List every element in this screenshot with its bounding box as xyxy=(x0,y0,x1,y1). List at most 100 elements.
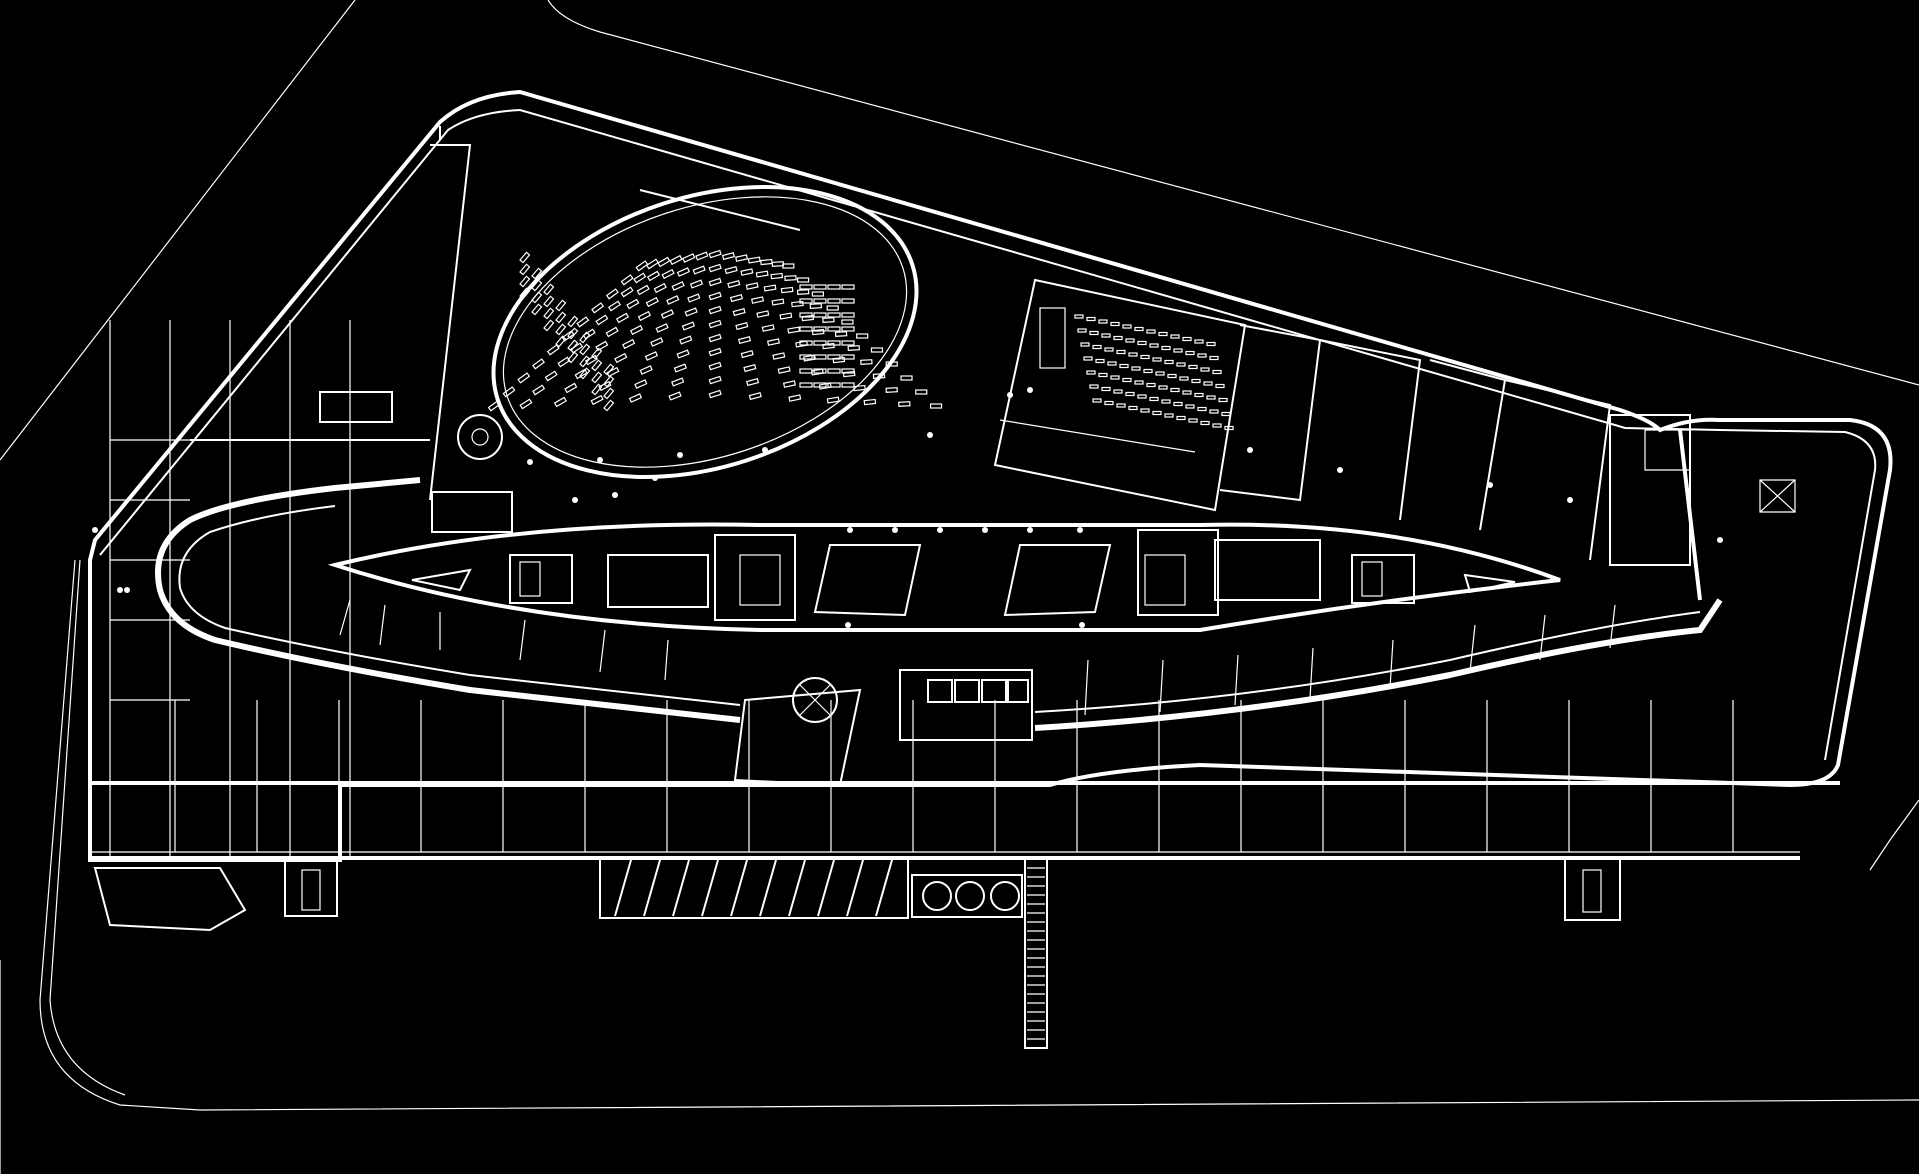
seat xyxy=(502,386,516,398)
seat xyxy=(1128,405,1138,411)
entrance xyxy=(733,669,1033,787)
seat xyxy=(771,261,785,267)
seat xyxy=(1191,378,1201,384)
seat xyxy=(579,331,591,344)
seat xyxy=(1206,395,1216,400)
seat xyxy=(1146,382,1156,388)
seat xyxy=(1176,415,1186,421)
seat xyxy=(681,321,696,331)
seat xyxy=(1218,397,1228,403)
seat xyxy=(1143,368,1153,374)
seat xyxy=(676,349,690,359)
column xyxy=(762,447,768,453)
seat xyxy=(679,335,693,345)
column xyxy=(597,457,603,463)
seat xyxy=(661,268,675,280)
seat xyxy=(1107,361,1117,366)
column xyxy=(117,587,123,593)
seat xyxy=(1215,383,1225,389)
seat xyxy=(666,295,680,305)
seat xyxy=(1146,329,1156,334)
seat xyxy=(799,354,813,360)
seat xyxy=(682,253,696,263)
seat xyxy=(626,298,640,310)
seat xyxy=(721,251,736,261)
seat xyxy=(671,281,685,291)
seat xyxy=(782,380,796,388)
column xyxy=(1027,387,1033,393)
seat xyxy=(1158,385,1168,390)
seat xyxy=(747,256,761,264)
column xyxy=(1337,467,1343,473)
seat xyxy=(799,284,813,290)
seat xyxy=(567,339,579,352)
parking-stripe xyxy=(643,859,661,917)
seat xyxy=(756,310,770,318)
seat xyxy=(487,400,501,412)
seat xyxy=(1212,423,1222,428)
seat xyxy=(708,319,722,329)
seat xyxy=(841,319,854,325)
parking-stripe xyxy=(875,859,893,917)
seat xyxy=(810,368,824,376)
seat xyxy=(591,383,603,396)
seat xyxy=(519,275,531,288)
seat xyxy=(1188,364,1198,370)
seat xyxy=(813,368,827,374)
seat xyxy=(841,340,855,346)
seat xyxy=(531,303,543,316)
column-markers xyxy=(92,387,1723,628)
parking-stripe xyxy=(846,859,864,917)
seat xyxy=(532,358,545,370)
seat xyxy=(1158,331,1168,337)
seat xyxy=(676,267,691,277)
seat xyxy=(841,284,855,290)
south-offices xyxy=(339,599,1616,716)
seat xyxy=(645,296,659,308)
seat xyxy=(546,344,560,356)
seat xyxy=(860,359,873,365)
seat xyxy=(708,263,722,273)
seat xyxy=(1197,406,1207,412)
parking-stripe xyxy=(817,859,835,917)
column xyxy=(612,492,618,498)
seat xyxy=(780,286,794,294)
seat xyxy=(1167,373,1177,379)
seat xyxy=(737,335,752,345)
seat xyxy=(766,338,781,346)
structural-grid xyxy=(90,320,1840,860)
seat xyxy=(605,326,619,338)
seat xyxy=(1161,345,1171,351)
seat xyxy=(1197,353,1207,358)
seat xyxy=(622,338,636,350)
seat xyxy=(1200,420,1210,426)
seat xyxy=(669,254,683,266)
seat xyxy=(832,356,846,364)
column xyxy=(982,527,988,533)
seat xyxy=(645,258,659,270)
seat xyxy=(841,368,855,374)
seat xyxy=(591,359,603,372)
parking-level xyxy=(93,857,1621,1049)
seat xyxy=(1152,410,1162,416)
seat xyxy=(1086,316,1096,322)
seat xyxy=(557,356,571,368)
seat xyxy=(1110,375,1120,380)
seat xyxy=(900,375,913,381)
seat xyxy=(1164,359,1174,365)
seat xyxy=(799,326,813,332)
seat xyxy=(1104,347,1114,352)
seat xyxy=(576,316,590,328)
seat xyxy=(1194,339,1204,344)
seat xyxy=(847,345,860,351)
seat xyxy=(853,384,866,392)
central-spine xyxy=(327,522,1561,632)
seat xyxy=(1149,396,1159,402)
seat xyxy=(708,347,722,357)
seat xyxy=(1116,349,1126,355)
east-rooms xyxy=(1219,324,1796,566)
seat xyxy=(1119,363,1129,369)
seat xyxy=(595,314,609,326)
